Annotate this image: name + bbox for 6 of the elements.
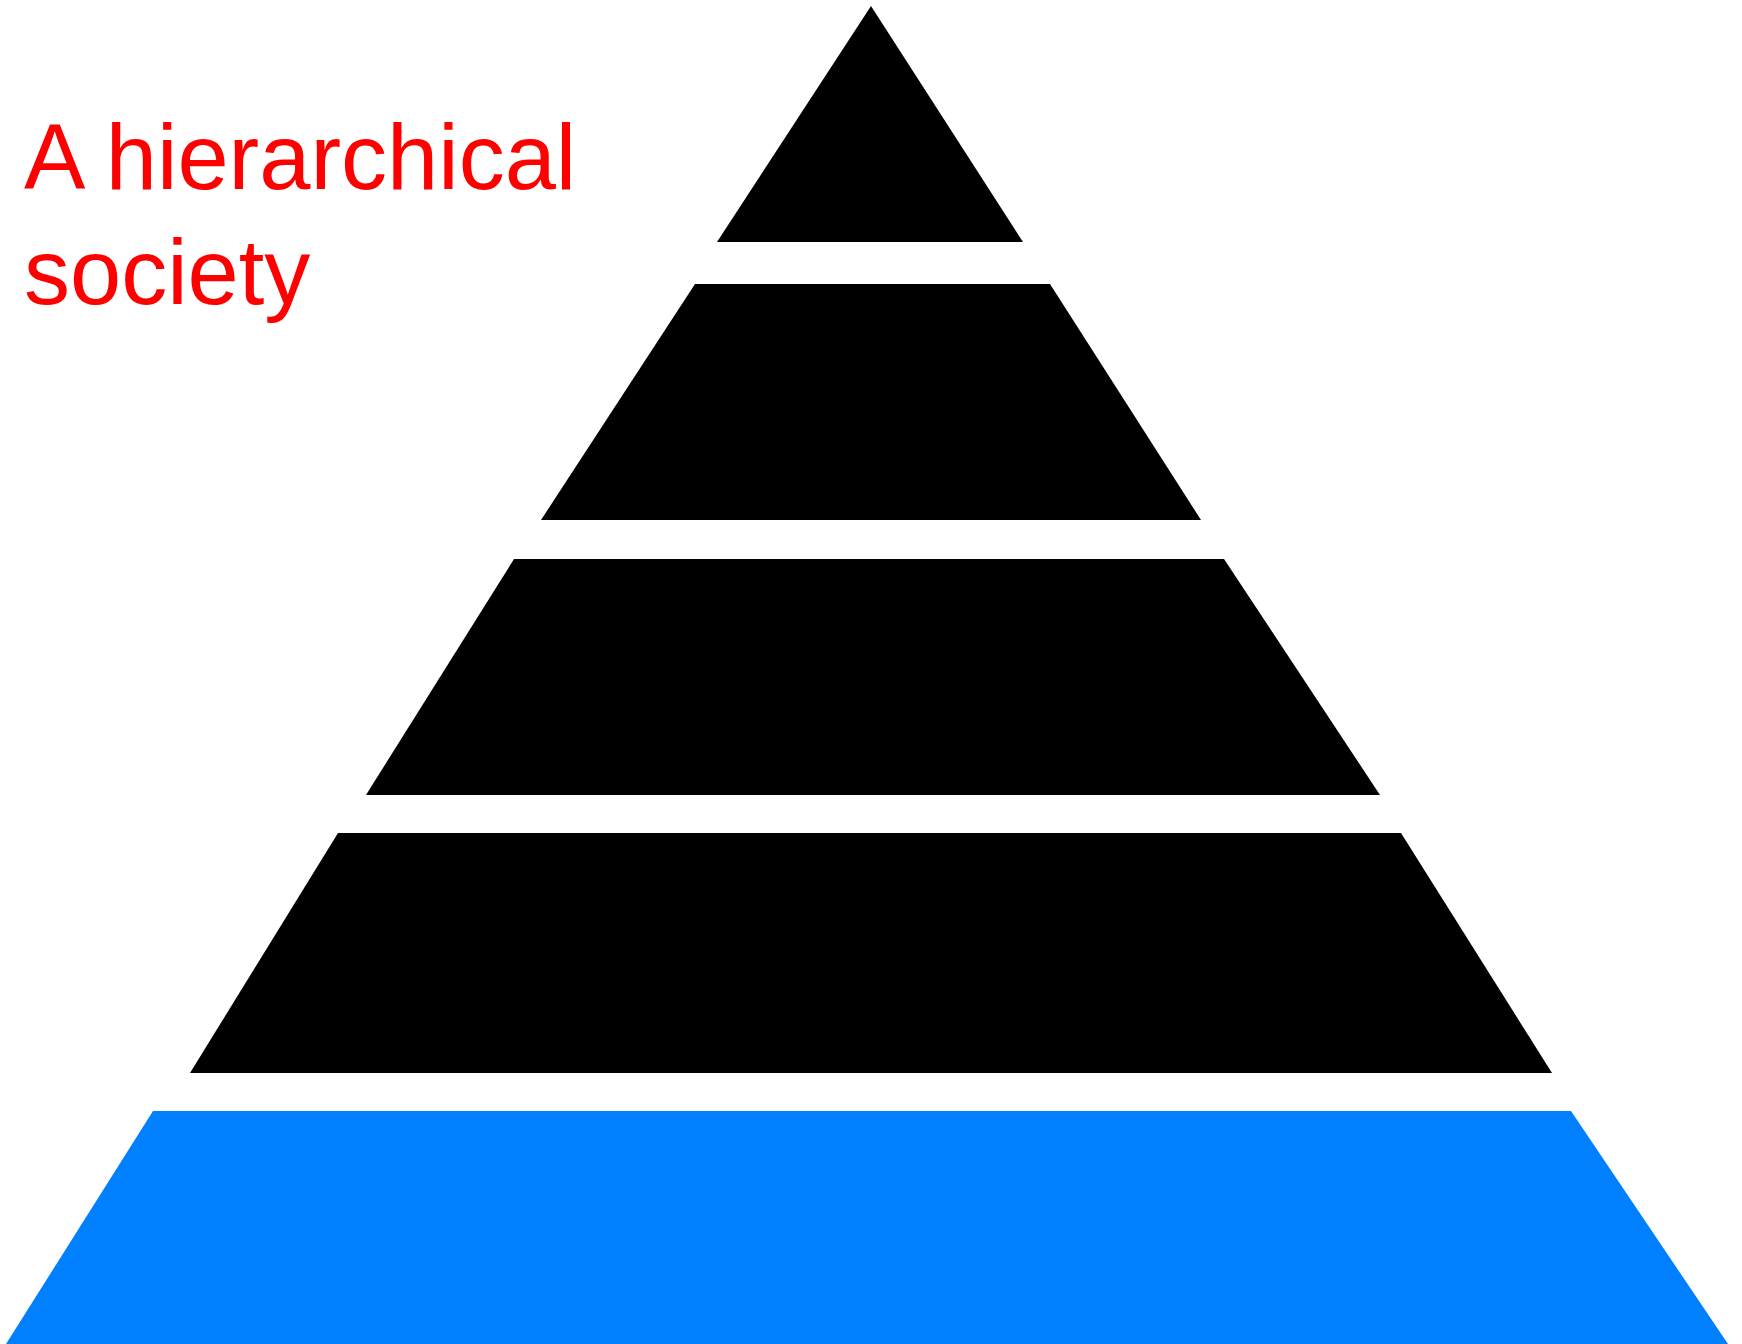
- pyramid-band: [366, 559, 1380, 795]
- pyramid-band: [190, 833, 1552, 1073]
- pyramid-band: [6, 1111, 1728, 1344]
- title: A hierarchical society: [24, 105, 578, 325]
- pyramid-band: [541, 284, 1201, 520]
- pyramid-tip-triangle: [717, 6, 1023, 242]
